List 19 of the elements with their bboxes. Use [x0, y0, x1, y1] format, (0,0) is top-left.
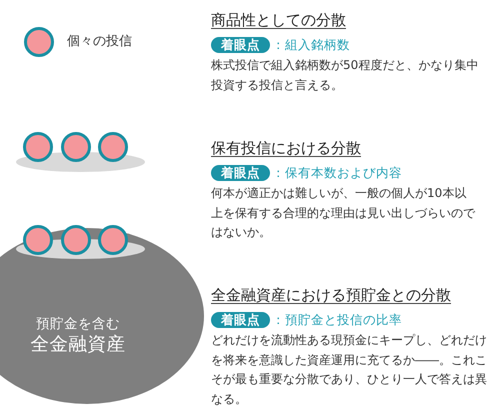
section-text: 株式投信で組入銘柄数が50程度だと、かなり集中投資する投信と言える。 [211, 57, 478, 94]
section-heading: 全金融資産における預貯金との分散 [211, 285, 451, 305]
point-tag: 着眼点 [211, 165, 270, 181]
section-text: 何本が適正かは難しいが、一般の個人が10本以上を保有する合理的な理由は見い出しづらいのではないか。 [211, 185, 475, 241]
point-tag: 着眼点 [211, 312, 270, 328]
legend-label: 個々の投信 [67, 33, 132, 51]
section-heading: 商品性としての分散 [211, 10, 346, 30]
circle-token [23, 132, 53, 162]
tag-value: ：預貯金と投信の比率 [272, 312, 402, 328]
ellipse-subtitle: 預貯金を含む [36, 316, 120, 333]
section-text: どれだけを流動性ある現預金にキープし、どれだけを将来を意識した資産運用に充てるか――。これこそが最も重要な分散であり、ひとり一人で答えは異なる。 [211, 332, 487, 408]
circle-token [98, 132, 128, 162]
tag-value: ：組入銘柄数 [272, 37, 350, 53]
circle-token [23, 225, 53, 255]
tag-value: ：保有本数および内容 [272, 165, 402, 181]
point-tag: 着眼点 [211, 37, 270, 53]
section-heading: 保有投信における分散 [211, 138, 361, 158]
ellipse-title: 全金融資産 [30, 333, 126, 357]
circle-token [61, 132, 91, 162]
